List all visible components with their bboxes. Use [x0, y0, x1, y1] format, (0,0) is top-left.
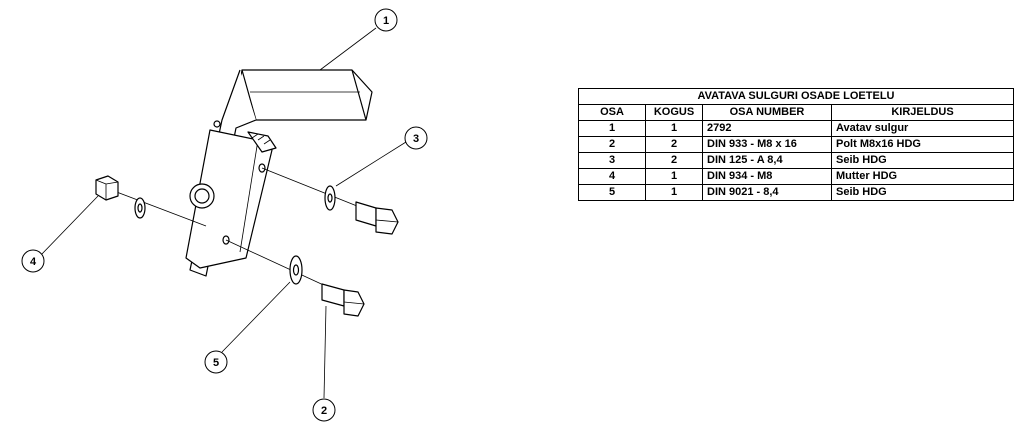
cell-osa: 5 [578, 184, 646, 201]
cell-kogus: 1 [645, 168, 703, 185]
header-kogus: KOGUS [645, 104, 703, 121]
lower-bolt-part [321, 283, 365, 317]
nut-part [95, 175, 119, 201]
cell-osa: 1 [578, 120, 646, 137]
svg-text:3: 3 [413, 133, 419, 145]
table-title-row: AVATAVA SULGURI OSADE LOETELU [578, 88, 1014, 105]
cell-osa-number: 2792 [702, 120, 832, 137]
cell-kirjeldus: Avatav sulgur [831, 120, 1014, 137]
svg-text:4: 4 [30, 256, 37, 268]
cell-kirjeldus: Seib HDG [831, 184, 1014, 201]
cell-kirjeldus: Mutter HDG [831, 168, 1014, 185]
table-row: 1 1 2792 Avatav sulgur [578, 120, 1014, 137]
leader-lines [39, 27, 407, 399]
table-row: 3 2 DIN 125 - A 8,4 Seib HDG [578, 152, 1014, 169]
table-row: 4 1 DIN 934 - M8 Mutter HDG [578, 168, 1014, 185]
cell-kogus: 2 [645, 136, 703, 153]
balloon-2: 2 [312, 398, 336, 422]
table-row: 5 1 DIN 9021 - 8,4 Seib HDG [578, 184, 1014, 201]
cell-kirjeldus: Polt M8x16 HDG [831, 136, 1014, 153]
balloon-5: 5 [204, 350, 228, 374]
cell-osa: 4 [578, 168, 646, 185]
cell-osa-number: DIN 125 - A 8,4 [702, 152, 832, 169]
header-osa-number: OSA NUMBER [702, 104, 832, 121]
header-kirjeldus: KIRJELDUS [831, 104, 1014, 121]
table-header-row: OSA KOGUS OSA NUMBER KIRJELDUS [578, 104, 1014, 121]
cell-osa: 3 [578, 152, 646, 169]
small-washer-part [134, 197, 146, 219]
table-title: AVATAVA SULGURI OSADE LOETELU [578, 88, 1014, 105]
cell-osa: 2 [578, 136, 646, 153]
assembly-axis-lines [105, 167, 363, 289]
table-row: 2 2 DIN 933 - M8 x 16 Polt M8x16 HDG [578, 136, 1014, 153]
balloon-3: 3 [404, 126, 428, 150]
upper-bolt-part [355, 201, 399, 235]
svg-text:5: 5 [213, 357, 219, 369]
upper-washer-part [324, 185, 336, 211]
latch-body-part [185, 69, 373, 277]
svg-text:1: 1 [383, 15, 389, 27]
balloon-1: 1 [374, 8, 398, 32]
cell-osa-number: DIN 9021 - 8,4 [702, 184, 832, 201]
cell-kogus: 1 [645, 184, 703, 201]
exploded-assembly-drawing: 1 3 4 5 2 [21, 8, 428, 422]
cell-osa-number: DIN 934 - M8 [702, 168, 832, 185]
svg-text:2: 2 [321, 405, 327, 417]
cell-kogus: 1 [645, 120, 703, 137]
cell-osa-number: DIN 933 - M8 x 16 [702, 136, 832, 153]
parts-list-table: AVATAVA SULGURI OSADE LOETELU OSA KOGUS … [578, 88, 1014, 201]
header-osa: OSA [578, 104, 646, 121]
large-washer-part [289, 255, 303, 285]
cell-kirjeldus: Seib HDG [831, 152, 1014, 169]
balloon-4: 4 [21, 249, 45, 273]
cell-kogus: 2 [645, 152, 703, 169]
